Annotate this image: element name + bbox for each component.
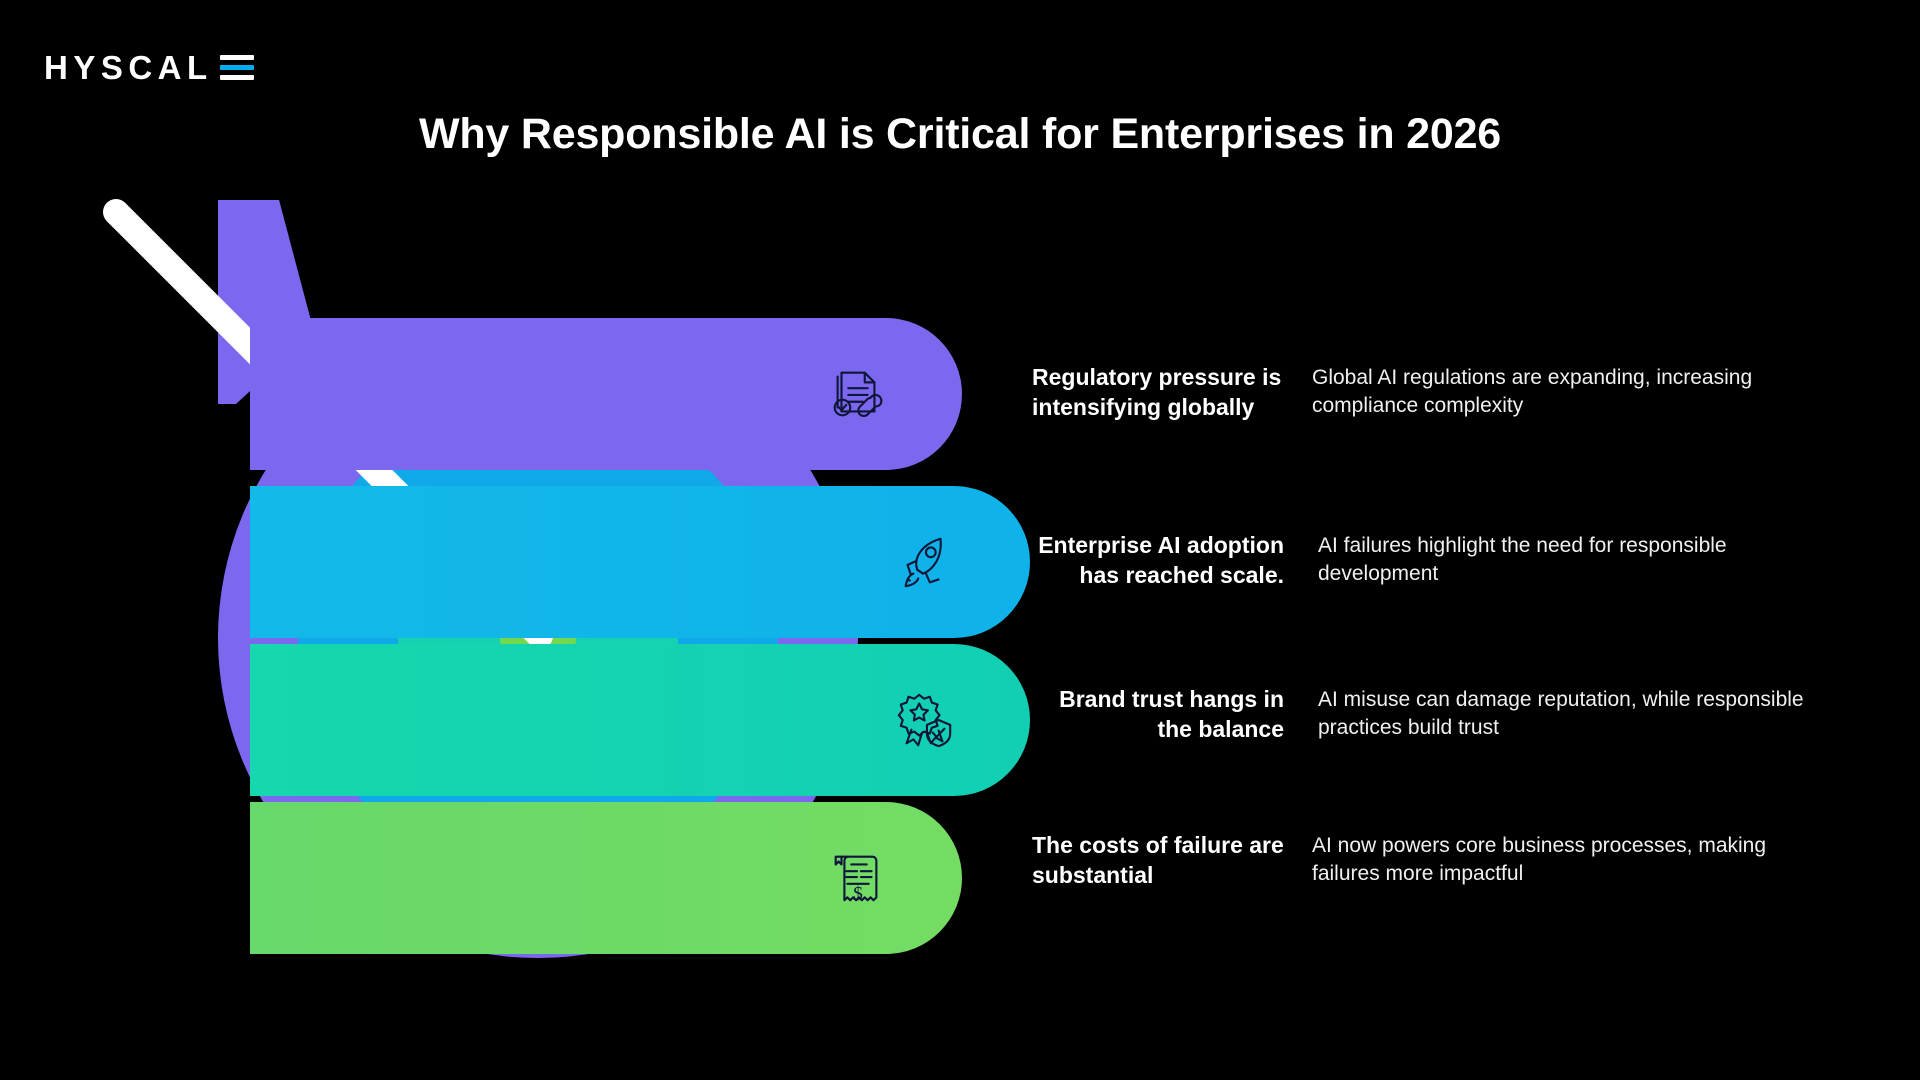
insight-headline-1: Regulatory pressure is intensifying glob… bbox=[1032, 364, 1282, 421]
logo-stylized-e-icon bbox=[219, 54, 254, 80]
insight-pill-4[interactable]: $ bbox=[250, 802, 962, 954]
document-stamp-icon bbox=[833, 371, 883, 417]
svg-text:$: $ bbox=[853, 883, 863, 904]
insight-text-2: Enterprise AI adoption has reached scale… bbox=[1032, 530, 1788, 591]
insight-text-4: The costs of failure are substantial AI … bbox=[1032, 830, 1812, 891]
brand-wordmark: HYSCAL bbox=[44, 48, 213, 86]
receipt-dollar-icon: $ bbox=[834, 855, 878, 904]
insight-description-3: AI misuse can damage reputation, while r… bbox=[1318, 687, 1804, 740]
insight-text-3: Brand trust hangs in the balance AI misu… bbox=[1032, 684, 1818, 745]
page-title: Why Responsible AI is Critical for Enter… bbox=[418, 110, 1502, 158]
insight-headline-4: The costs of failure are substantial bbox=[1032, 832, 1284, 889]
insight-pill-2[interactable] bbox=[250, 486, 1030, 638]
insight-headline-2: Enterprise AI adoption has reached scale… bbox=[1038, 532, 1284, 589]
brand-logo: HYSCAL bbox=[44, 46, 254, 88]
rocket-icon bbox=[904, 537, 942, 588]
award-shield-icon bbox=[897, 693, 952, 748]
insight-pill-1[interactable] bbox=[250, 318, 962, 470]
insight-headline-3: Brand trust hangs in the balance bbox=[1059, 686, 1284, 743]
insight-text-1: Regulatory pressure is intensifying glob… bbox=[1032, 362, 1782, 423]
insight-description-1: Global AI regulations are expanding, inc… bbox=[1312, 365, 1753, 418]
insight-pill-3[interactable] bbox=[250, 644, 1030, 796]
logo-bar-top bbox=[219, 54, 254, 60]
logo-bar-middle-accent bbox=[219, 64, 254, 70]
insight-description-2: AI failures highlight the need for respo… bbox=[1318, 533, 1727, 586]
logo-bar-bottom bbox=[219, 74, 254, 80]
insight-description-4: AI now powers core business processes, m… bbox=[1312, 833, 1767, 886]
